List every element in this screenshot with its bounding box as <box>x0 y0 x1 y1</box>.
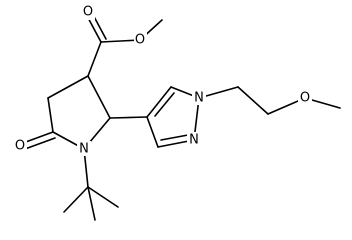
bond-c3-c4 <box>47 75 89 99</box>
atom-labels: O O O N N N O <box>14 5 312 157</box>
lactam-carbonyl <box>22 131 56 150</box>
atom-label-ester-carbonyl-o: O <box>83 5 93 20</box>
methoxyethyl-chain <box>198 86 341 115</box>
bond-c2-c3 <box>87 75 111 119</box>
bond-c5-o-b <box>24 137 56 150</box>
bond-cq-me3 <box>87 186 96 221</box>
pyrrolidinone-ring <box>47 75 111 150</box>
bond-c3-ccarbonyl <box>87 41 102 77</box>
atom-label-pyrazole-n2: N <box>189 133 199 148</box>
structure-diagram: O O O N N N O <box>14 5 341 221</box>
tert-butyl-group <box>63 148 119 221</box>
bond-cq-me2 <box>87 186 119 208</box>
bond-c5-o-a <box>22 131 54 144</box>
bond-c4-c5pz-inner <box>154 92 175 117</box>
bond-c-oester <box>100 39 141 43</box>
atom-label-ester-o: O <box>135 33 145 48</box>
bond-c4-c5pz <box>146 86 172 118</box>
atom-label-pyrazole-n1: N <box>194 91 204 106</box>
methyl-ester <box>85 10 163 77</box>
bond-ch2a-ch2b <box>237 86 269 115</box>
atom-label-ether-o: O <box>300 91 310 106</box>
bond-c3pz-c4pz <box>146 116 159 148</box>
bond-c2-c4pyrazole <box>109 116 148 119</box>
bond-n2pz-c3pz-inner <box>160 134 189 141</box>
atom-label-ring-n: N <box>79 142 89 157</box>
bond-c4-c5 <box>47 97 54 133</box>
atom-label-lactam-o: O <box>15 139 25 154</box>
bond-cq-me1 <box>63 186 89 213</box>
